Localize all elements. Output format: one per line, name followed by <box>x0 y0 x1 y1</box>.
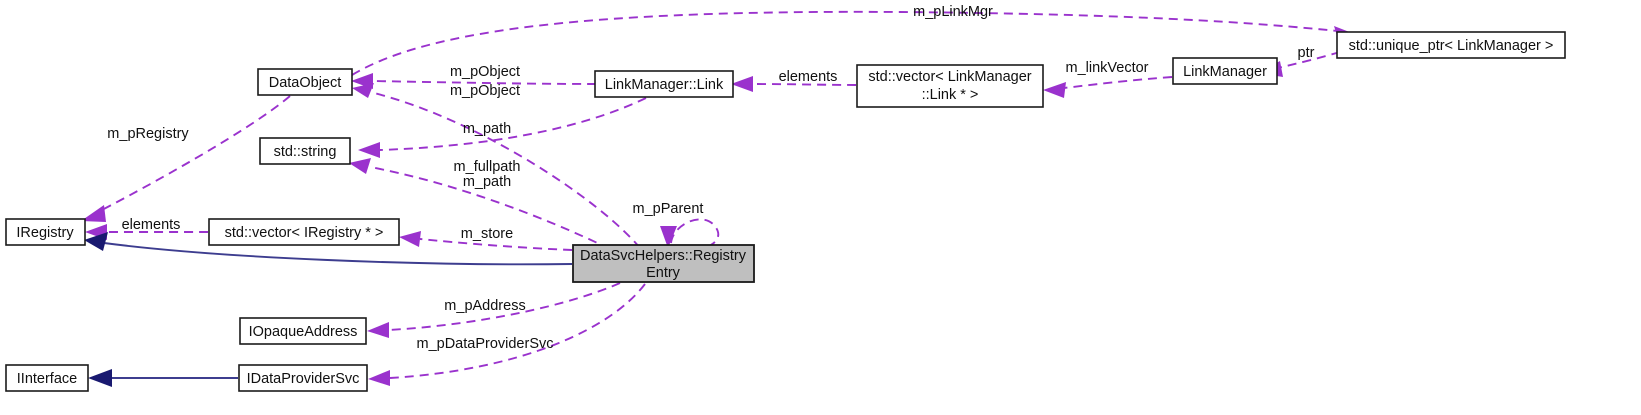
node-box-i-interface[interactable] <box>5 364 89 392</box>
edge-label-elements-link: elements <box>779 69 838 85</box>
edge-path-m-link-vector <box>1063 76 1173 89</box>
node-box-data-object[interactable] <box>257 68 353 96</box>
node-box-registry-entry[interactable] <box>572 244 755 283</box>
edge-path-m-p-object-2 <box>373 92 641 249</box>
edge-label-m-store: m_store <box>461 226 513 242</box>
edge-m-link-vector <box>1043 76 1173 98</box>
arrow-head-m-path-1 <box>358 142 380 158</box>
edge-path-inherit-registry-entry <box>103 242 573 266</box>
node-label-link-manager-link: LinkManager::Link <box>605 77 724 93</box>
edge-label-m-p-parent: m_pParent <box>633 201 704 217</box>
node-label-unique-ptr-link-manager: std::unique_ptr< LinkManager > <box>1349 38 1554 54</box>
node-std-string[interactable]: std::string <box>259 137 351 165</box>
edge-label-m-link-vector: m_linkVector <box>1065 60 1148 76</box>
edge-m-p-address <box>367 282 621 338</box>
edge-m-p-data-provider-svc <box>368 283 646 386</box>
edge-inherit-registry-entry <box>84 232 573 266</box>
arrow-head-m-p-data-provider-svc <box>368 370 390 386</box>
edge-label-m-p-link-mgr: m_pLinkMgr <box>913 4 993 20</box>
node-unique-ptr-link-manager[interactable]: std::unique_ptr< LinkManager > <box>1336 31 1566 59</box>
node-label-registry-entry-line1: DataSvcHelpers::Registry <box>580 248 747 264</box>
node-label-link-manager: LinkManager <box>1183 64 1267 80</box>
node-vector-i-registry[interactable]: std::vector< IRegistry * > <box>208 218 400 246</box>
node-box-std-string[interactable] <box>259 137 351 165</box>
node-box-i-registry[interactable] <box>5 218 86 246</box>
edge-path-elements-link <box>751 83 857 86</box>
edge-path-m-path-1 <box>379 97 647 151</box>
edge-m-path-1 <box>358 97 647 158</box>
edge-path-m-p-registry <box>99 95 291 212</box>
node-label-data-object: DataObject <box>269 75 342 91</box>
edge-label-m-p-address: m_pAddress <box>444 298 525 314</box>
node-label-i-opaque-address: IOpaqueAddress <box>249 324 358 340</box>
node-box-i-data-provider-svc[interactable] <box>238 364 368 392</box>
node-link-manager[interactable]: LinkManager <box>1172 57 1278 85</box>
edge-label-m-p-registry: m_pRegistry <box>107 126 189 142</box>
edge-m-p-parent <box>660 218 720 248</box>
node-box-vector-link[interactable] <box>856 64 1044 108</box>
arrow-head-m-store <box>399 231 421 247</box>
arrow-head-m-fullpath <box>349 158 371 174</box>
arrow-head-m-p-object-2 <box>352 83 374 98</box>
edge-elements-link <box>731 76 857 92</box>
edge-path-m-store <box>419 238 573 251</box>
node-i-data-provider-svc[interactable]: IDataProviderSvc <box>238 364 368 392</box>
node-registry-entry[interactable]: DataSvcHelpers::Registry Entry <box>572 244 755 283</box>
edge-path-m-p-data-provider-svc <box>389 283 646 379</box>
edge-path-m-p-parent <box>670 218 720 248</box>
arrow-head-m-p-parent <box>660 226 677 248</box>
edge-label-elements-registry: elements <box>122 217 181 233</box>
node-vector-link[interactable]: std::vector< LinkManager ::Link * > <box>856 64 1044 108</box>
node-label-vector-link-line1: std::vector< LinkManager <box>868 69 1031 85</box>
edge-label-m-path-1: m_path <box>463 121 511 137</box>
node-box-unique-ptr-link-manager[interactable] <box>1336 31 1566 59</box>
node-label-i-data-provider-svc: IDataProviderSvc <box>247 371 360 387</box>
edge-m-store <box>399 231 573 251</box>
node-label-i-registry: IRegistry <box>16 225 74 241</box>
arrow-head-inherit-data-provider-svc <box>88 369 112 387</box>
node-box-link-manager-link[interactable] <box>594 70 734 98</box>
edge-label-ptr: ptr <box>1298 45 1315 61</box>
edge-path-m-p-address <box>387 282 621 331</box>
edge-label-m-p-object-2: m_pObject <box>450 83 520 99</box>
node-box-i-opaque-address[interactable] <box>239 317 367 345</box>
edge-label-m-path-2: m_path <box>463 174 511 190</box>
node-label-vector-link-line2: ::Link * > <box>922 87 979 103</box>
edge-label-m-p-object-1: m_pObject <box>450 64 520 80</box>
arrow-head-elements-link <box>731 76 753 92</box>
edge-path-m-p-link-mgr <box>351 10 1349 76</box>
node-box-vector-i-registry[interactable] <box>208 218 400 246</box>
arrow-head-m-link-vector <box>1043 82 1066 98</box>
node-i-interface[interactable]: IInterface <box>5 364 89 392</box>
node-label-vector-i-registry: std::vector< IRegistry * > <box>225 225 384 241</box>
arrow-head-inherit-registry-entry <box>84 232 108 251</box>
edge-label-m-fullpath: m_fullpath <box>454 159 521 175</box>
node-i-opaque-address[interactable]: IOpaqueAddress <box>239 317 367 345</box>
node-box-link-manager[interactable] <box>1172 57 1278 85</box>
arrow-head-m-p-address <box>367 322 389 338</box>
edge-path-ptr <box>1277 51 1341 69</box>
node-label-i-interface: IInterface <box>17 371 77 387</box>
edge-m-p-object-2 <box>352 83 641 249</box>
arrow-head-m-p-registry <box>81 205 106 222</box>
node-label-registry-entry-line2: Entry <box>646 265 681 281</box>
edge-path-m-fullpath <box>369 166 611 250</box>
node-label-std-string: std::string <box>274 144 337 160</box>
node-i-registry[interactable]: IRegistry <box>5 218 86 246</box>
edge-path-m-p-object-1 <box>371 80 597 85</box>
edge-inherit-data-provider-svc <box>88 369 238 387</box>
node-link-manager-link[interactable]: LinkManager::Link <box>594 70 734 98</box>
node-data-object[interactable]: DataObject <box>257 68 353 96</box>
edge-m-fullpath <box>349 158 611 250</box>
edge-label-m-p-data-provider-svc: m_pDataProviderSvc <box>417 336 554 352</box>
edge-m-p-registry <box>81 95 291 222</box>
